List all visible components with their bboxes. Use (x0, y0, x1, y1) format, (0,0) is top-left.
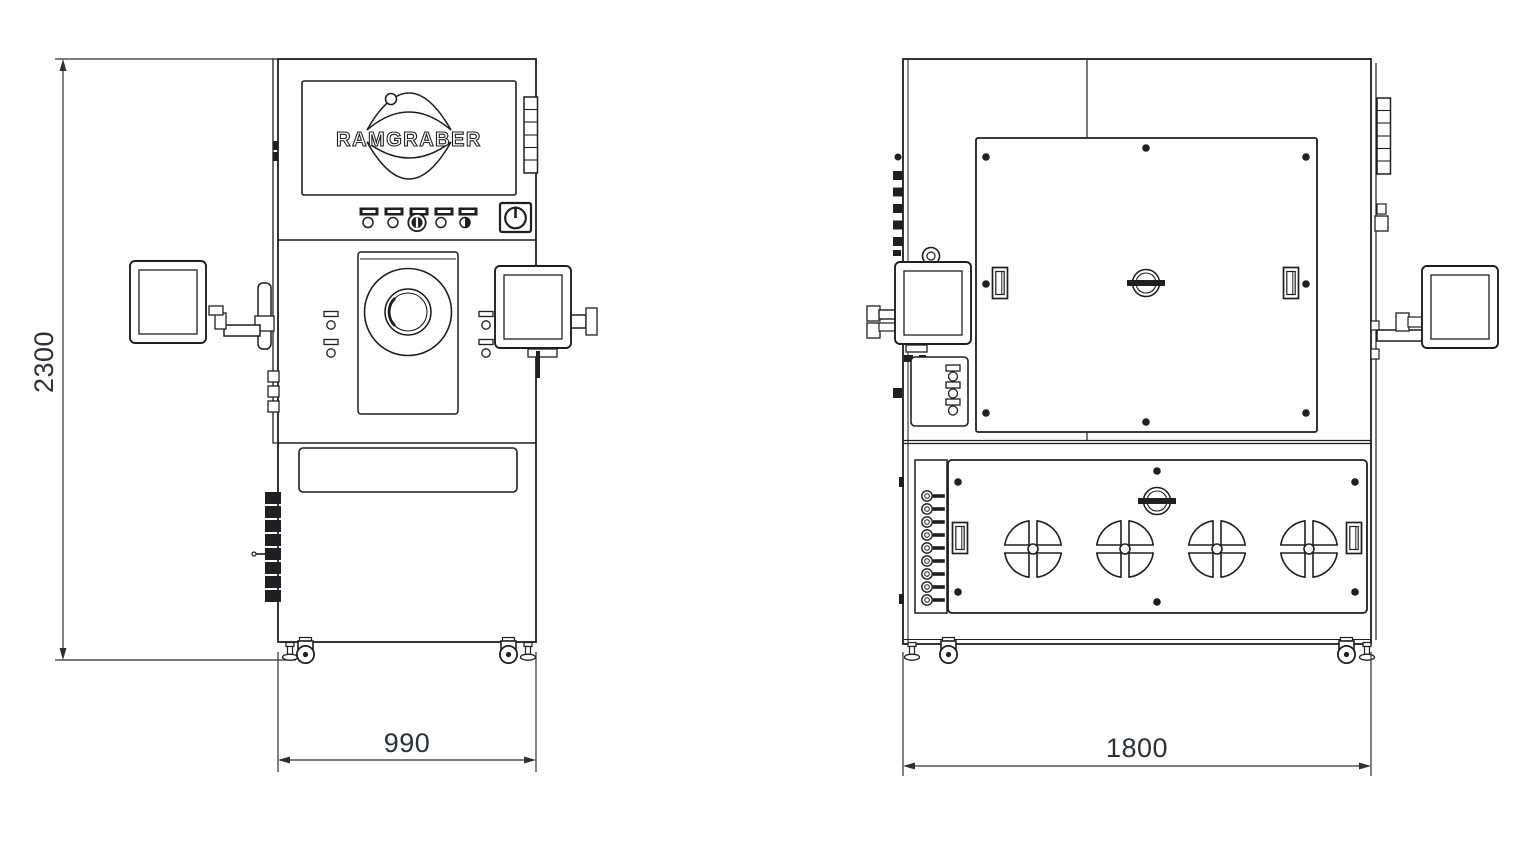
caster-wheel-icon (295, 636, 316, 664)
lower-cabinet (899, 459, 1368, 614)
caster-wheel-icon (939, 636, 958, 664)
side-width-dimension: 1800 (902, 652, 1372, 776)
emergency-stop-button-icon (407, 212, 427, 233)
height-dimension-label: 2300 (29, 331, 59, 393)
button-label-plates (359, 207, 478, 216)
side-monitor (894, 261, 972, 345)
screw-icon (982, 153, 990, 161)
edge-bracket (1376, 203, 1387, 215)
left-monitor-arm (208, 282, 275, 350)
side-right-monitor (1421, 265, 1499, 349)
connector-tab (893, 204, 903, 213)
screw-icon (982, 409, 990, 417)
connector-tab (893, 237, 903, 246)
side-connector-tab (273, 141, 279, 150)
hinge-icon (523, 96, 539, 174)
panel-handle-icon (1282, 266, 1300, 300)
side-width-label: 1800 (1106, 733, 1168, 763)
side-connector-tab (273, 152, 279, 161)
screw-icon (1142, 144, 1150, 152)
screw-icon (1302, 409, 1310, 417)
connector-tab (893, 187, 903, 197)
rear-connector-tabs (893, 153, 903, 398)
side-view: 1800 (866, 58, 1499, 776)
side-port (267, 385, 280, 398)
upper-access-panel (975, 137, 1318, 433)
panel-handle-icon (951, 521, 969, 555)
screw-icon (1153, 467, 1161, 475)
main-power-switch-icon (498, 201, 533, 234)
monitor-bracket (905, 344, 928, 353)
screw-icon (1302, 153, 1310, 161)
indicator-button-icon (387, 216, 399, 229)
brand-logo-icon (366, 92, 452, 180)
brand-panel: RAMGRABER (301, 80, 517, 196)
caster-wheel-icon (1337, 636, 1356, 664)
side-control-box (904, 355, 969, 427)
screw-icon (1153, 598, 1161, 606)
arrow-up-icon (59, 59, 67, 71)
screw-icon (1351, 588, 1359, 596)
panel-handle-icon (1345, 521, 1363, 555)
caster-wheel-icon (498, 636, 518, 664)
leveling-foot-icon (281, 641, 299, 661)
leveling-foot-icon (903, 641, 921, 661)
panel-handle-icon (991, 266, 1009, 300)
connector-tab (893, 171, 903, 180)
control-button-row (359, 207, 478, 233)
screw-icon (954, 478, 962, 486)
cable-gland-strip (251, 492, 281, 602)
brand-logo-text: RAMGRABER (336, 129, 482, 151)
screw-icon (982, 280, 990, 288)
fan-panel (947, 459, 1368, 614)
side-port (267, 400, 280, 413)
right-monitor (494, 265, 572, 349)
screw-icon (1351, 478, 1359, 486)
arrow-left-icon (903, 762, 915, 770)
arrow-right-icon (524, 756, 536, 764)
front-view: 2300 RAMGRABER (29, 58, 598, 772)
arrow-right-icon (1359, 762, 1371, 770)
hinge-icon (1376, 97, 1392, 175)
drawer-panel (298, 447, 518, 493)
front-width-dimension: 990 (277, 652, 537, 772)
connector-tab (893, 220, 903, 230)
side-monitor-arm (866, 305, 897, 339)
screw-icon (954, 588, 962, 596)
leveling-foot-icon (519, 641, 537, 661)
process-chamber-panel (357, 251, 459, 415)
side-right-monitor-arm (1370, 312, 1424, 360)
arrow-down-icon (59, 648, 67, 660)
screw-icon (1302, 280, 1310, 288)
left-monitor (129, 260, 207, 344)
screw-icon (1142, 418, 1150, 426)
indicator-button-icon (435, 216, 447, 229)
front-width-label: 990 (384, 728, 431, 758)
key-switch-icon (459, 216, 471, 229)
right-monitor-arm (527, 307, 598, 378)
leveling-foot-icon (1358, 641, 1376, 661)
edge-bracket (1374, 215, 1389, 232)
height-dimension: 2300 (29, 58, 296, 661)
chamber-window-icon (363, 267, 453, 357)
arrow-left-icon (278, 756, 290, 764)
side-port (267, 370, 280, 383)
indicator-button-icon (362, 216, 374, 229)
